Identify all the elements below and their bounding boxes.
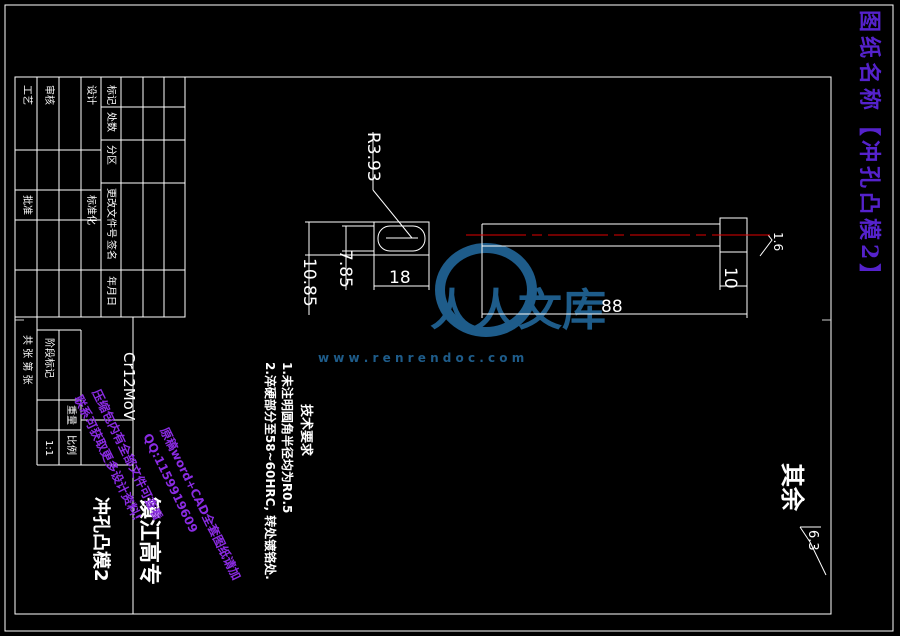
watermark-circle [435, 243, 537, 337]
label-stage: 阶段标记 [43, 338, 56, 378]
label-weight: 重量 [65, 405, 78, 425]
height-dim: 10.85 [299, 258, 319, 307]
label-process: 工艺 [21, 85, 33, 105]
material: Cr12MoV [120, 352, 138, 421]
outer-border [4, 4, 894, 632]
side-view [305, 132, 430, 315]
tech-item-2: 2.淬硬部分至58~60HRC, 转处镀铬处. [263, 362, 278, 580]
section-slot [377, 225, 426, 252]
label-count: 处数 [105, 112, 118, 132]
stamp-line-1: 原稿word+CAD全套图纸请加 [157, 425, 244, 583]
title-block [14, 76, 186, 615]
label-zone: 分区 [105, 145, 117, 165]
surface-finish-note: 其余 6.3 [778, 463, 827, 576]
watermark-url: w w w . r e n r e n d o c . c o m [318, 351, 524, 365]
head-thickness-dim: 10 [720, 267, 740, 289]
label-std: 标准化 [85, 195, 98, 225]
width-dim: 7.85 [335, 250, 355, 288]
label-sheets: 共 张 第 张 [21, 335, 34, 385]
surface-finish-symbol [799, 526, 827, 576]
part-name: 冲孔凸模2 [90, 497, 112, 582]
total-length-dim: 88 [601, 297, 623, 317]
radius-leader [372, 189, 413, 239]
head-length-dim: 18 [389, 268, 411, 288]
label-design: 设计 [85, 85, 98, 105]
revision-table [14, 76, 186, 318]
scale-value: 1:1 [43, 440, 54, 456]
school-name: 镇江高专 [136, 497, 162, 585]
label-docno: 更改文件号 [105, 188, 118, 238]
tech-requirements: 技术要求 1.未注明圆角半径均为R0.5 2.淬硬部分至58~60HRC, 转处… [263, 362, 314, 580]
title-block-labels: 工艺 审核 设计 标记 处数 分区 更改文件号 签名 年月日 标准化 批准 共 … [21, 85, 118, 456]
side-title: 图纸名称【冲孔凸模2】 [856, 10, 882, 289]
radius-dim: R3.93 [363, 132, 383, 182]
watermark-brand: 人人文库 [430, 285, 606, 336]
surface-symbol-small [750, 234, 773, 257]
section-outline [373, 221, 430, 256]
surface-finish-value: 6.3 [805, 530, 820, 551]
label-scale: 比例 [65, 435, 78, 455]
tech-title: 技术要求 [298, 404, 314, 457]
watermark: 人人文库 w w w . r e n r e n d o c . c o m [318, 243, 606, 365]
label-approve: 批准 [21, 195, 34, 215]
surface-finish-label: 其余 [778, 463, 806, 512]
label-marking: 标记 [105, 85, 117, 105]
label-sign: 签名 [105, 240, 118, 260]
label-check: 审核 [43, 85, 56, 105]
tech-item-1: 1.未注明圆角半径均为R0.5 [280, 362, 295, 513]
small-dim: 1.6 [771, 232, 785, 251]
label-date: 年月日 [105, 276, 118, 306]
